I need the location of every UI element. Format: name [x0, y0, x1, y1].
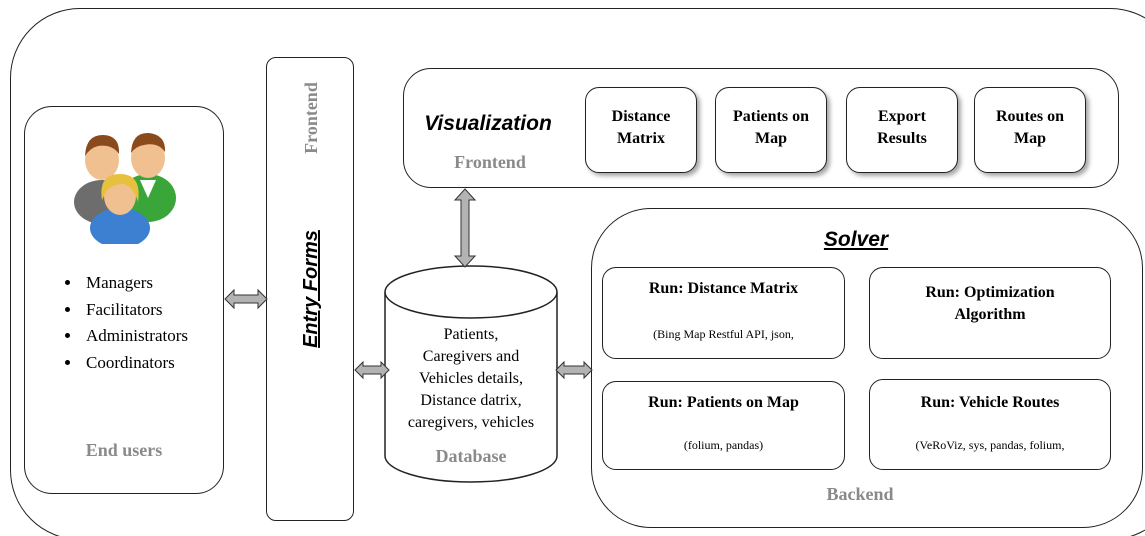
run-distance-matrix-detail: (Bing Map Restful API, json, — [653, 327, 794, 341]
visualization-title: Visualization — [424, 112, 552, 135]
viz-distance-matrix: Distance Matrix — [585, 87, 697, 173]
viz-patients-on-map-line1: Patients on — [733, 108, 809, 125]
run-patients-map-title: Run: Patients on Map — [648, 394, 799, 411]
viz-routes-on-map-line1: Routes on — [995, 108, 1064, 125]
entry-forms-panel — [266, 57, 354, 521]
end-users-panel — [24, 106, 224, 494]
end-users-list: Managers Facilitators Administrators Coo… — [54, 270, 188, 376]
viz-routes-on-map-line2: Map — [1014, 130, 1046, 147]
role-administrators: Administrators — [82, 323, 188, 350]
end-users-label: End users — [85, 440, 163, 460]
entry-forms-title: Entry Forms — [300, 230, 322, 348]
solver-title: Solver — [823, 228, 889, 251]
run-patients-map-box: Run: Patients on Map (folium, pandas) — [602, 381, 845, 470]
run-optimization-title-line1: Run: Optimization — [925, 284, 1055, 301]
entry-forms-frontend-label: Frontend — [301, 82, 321, 154]
database-line-4: Distance datrix, — [420, 392, 522, 409]
database-line-2: Caregivers and — [422, 348, 520, 365]
run-distance-matrix-title: Run: Distance Matrix — [648, 280, 799, 297]
database-line-1: Patients, — [443, 326, 499, 343]
database-contents: Patients, Caregivers and Vehicles detail… — [388, 324, 554, 434]
database-line-5: caregivers, vehicles — [407, 414, 535, 431]
viz-distance-matrix-line2: Matrix — [617, 130, 665, 147]
run-vehicle-routes-title: Run: Vehicle Routes — [920, 394, 1060, 411]
viz-routes-on-map: Routes on Map — [974, 87, 1086, 173]
viz-export-results-line1: Export — [878, 108, 926, 125]
solver-panel — [591, 208, 1143, 528]
role-facilitators: Facilitators — [82, 297, 188, 324]
backend-label: Backend — [826, 484, 894, 504]
database-line-3: Vehicles details, — [419, 370, 523, 387]
visualization-frontend-label: Frontend — [454, 152, 526, 172]
viz-patients-on-map-line2: Map — [755, 130, 787, 147]
database-cylinder — [384, 265, 558, 483]
run-vehicle-routes-box: Run: Vehicle Routes (VeRoViz, sys, panda… — [869, 379, 1111, 470]
run-patients-map-detail: (folium, pandas) — [683, 438, 764, 452]
run-optimization-box: Run: Optimization Algorithm — [869, 267, 1111, 359]
viz-distance-matrix-line1: Distance — [611, 108, 671, 125]
run-distance-matrix-box: Run: Distance Matrix (Bing Map Restful A… — [602, 267, 845, 359]
database-label: Database — [435, 446, 507, 466]
arrow-visualization-database — [453, 188, 477, 268]
arrow-entryforms-database — [354, 360, 390, 380]
arrow-database-solver — [555, 360, 593, 380]
run-optimization-title-line2: Algorithm — [954, 306, 1026, 323]
role-coordinators: Coordinators — [82, 350, 188, 377]
arrow-users-entryforms — [224, 288, 268, 310]
viz-patients-on-map: Patients on Map — [715, 87, 827, 173]
users-group-icon — [74, 132, 176, 244]
run-optimization-title: Run: Optimization Algorithm — [870, 282, 1110, 326]
role-managers: Managers — [82, 270, 188, 297]
viz-export-results: Export Results — [846, 87, 958, 173]
viz-export-results-line2: Results — [877, 130, 927, 147]
run-vehicle-routes-detail: (VeRoViz, sys, pandas, folium, — [915, 438, 1065, 452]
